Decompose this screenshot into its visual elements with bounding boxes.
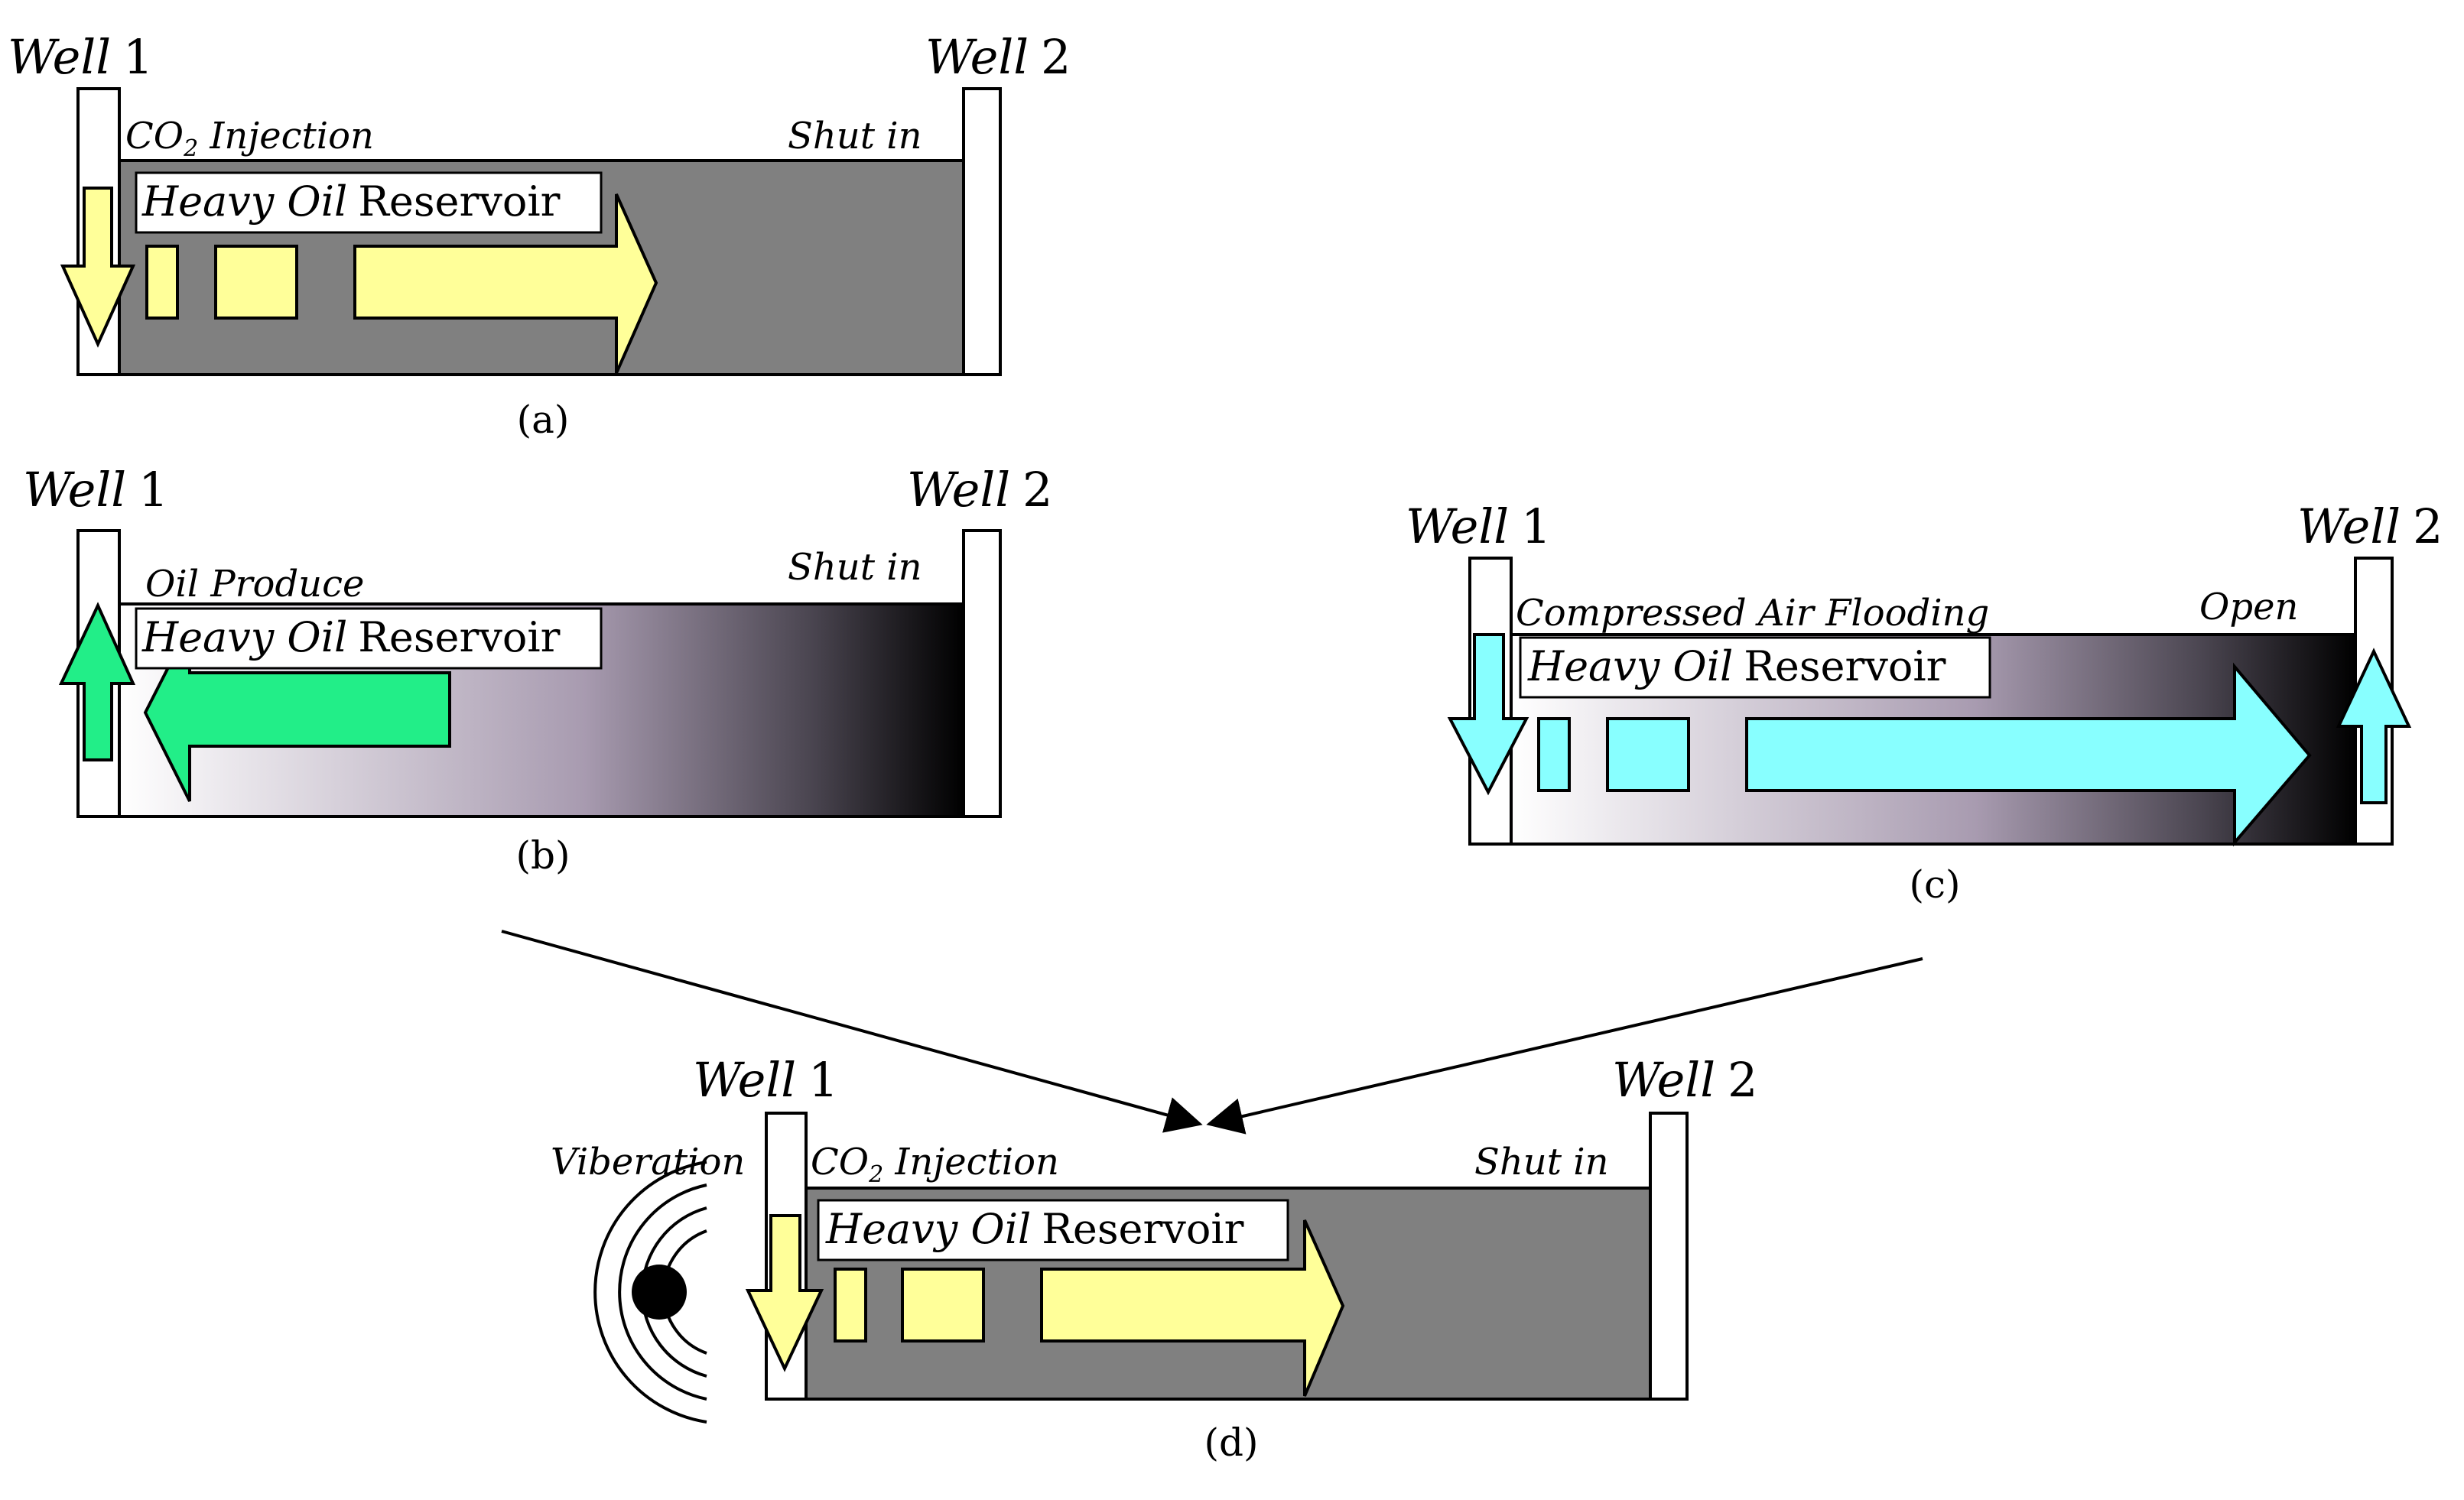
- process-label: CO2 Injection: [811, 1141, 1059, 1188]
- vibration-source: [593, 1161, 707, 1424]
- connector-arrow-from-b: [501, 930, 1203, 1133]
- co2-block-medium: [901, 1268, 985, 1343]
- panel-caption: (a): [517, 398, 570, 442]
- co2-block-small: [834, 1268, 867, 1343]
- air-injection-down-arrow: [1447, 633, 1529, 796]
- co2-flow-arrow: [1040, 1219, 1345, 1397]
- air-block-small: [1537, 717, 1571, 792]
- status-label: Shut in: [788, 546, 922, 589]
- vibration-wave: [662, 1229, 707, 1355]
- vibration-wave: [640, 1206, 707, 1378]
- panel-caption: (c): [1909, 862, 1960, 907]
- injection-down-arrow: [60, 187, 136, 348]
- reservoir-label-box: [135, 171, 603, 234]
- process-label: Oil Produce: [145, 563, 364, 606]
- panel-caption: (b): [515, 833, 570, 878]
- process-label: CO2 Injection: [125, 115, 374, 162]
- vibration-wave: [593, 1161, 707, 1424]
- reservoir-label-box: [135, 607, 603, 670]
- status-label: Shut in: [1474, 1141, 1609, 1183]
- vibration-label: Viberation: [551, 1141, 745, 1183]
- reservoir-label-box: [817, 1199, 1289, 1261]
- vibration-wave: [618, 1183, 707, 1401]
- well-2-pipe: [962, 529, 1002, 818]
- co2-flow-arrow: [353, 193, 658, 374]
- co2-block-medium: [214, 245, 298, 320]
- well-2-pipe: [962, 87, 1002, 376]
- reservoir-label-box: [1519, 636, 1991, 699]
- air-block-medium: [1606, 717, 1690, 792]
- production-up-arrow: [58, 602, 136, 761]
- air-flow-arrow: [1745, 662, 2312, 847]
- panel-caption: (d): [1204, 1420, 1258, 1465]
- injection-down-arrow: [745, 1214, 824, 1372]
- vibration-source-dot: [632, 1265, 687, 1320]
- production-up-arrow: [2336, 648, 2412, 804]
- well-2-pipe: [1649, 1112, 1689, 1401]
- status-label: Open: [2199, 586, 2298, 628]
- connector-arrow-from-c: [1206, 957, 1923, 1135]
- co2-block-small: [145, 245, 179, 320]
- status-label: Shut in: [788, 115, 922, 157]
- process-label: Compressed Air Flooding: [1516, 592, 1989, 635]
